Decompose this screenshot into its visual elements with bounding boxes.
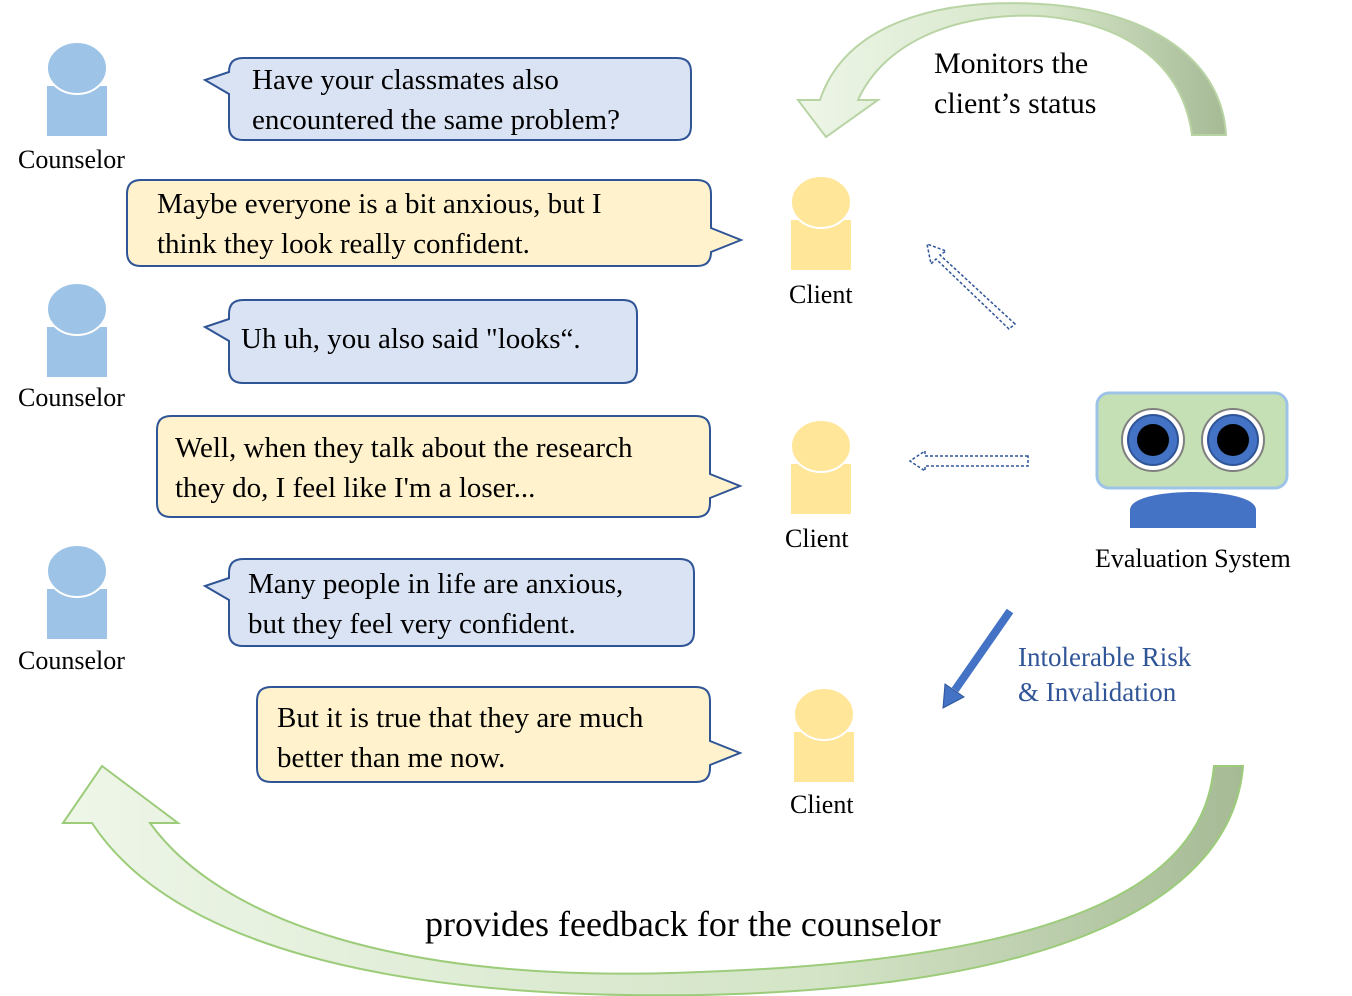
client-speech-bubble bbox=[256, 686, 743, 783]
counselor-speech-bubble bbox=[202, 558, 695, 647]
monitor-line: Monitors the bbox=[934, 47, 1089, 80]
counselor-speech-bubble bbox=[202, 299, 638, 384]
feedback-curved-arrow bbox=[61, 764, 1245, 996]
counselor-label-2: Counselor bbox=[18, 383, 125, 412]
monitor-dashed-arrow-upper bbox=[926, 242, 1017, 331]
risk-line: & Invalidation bbox=[1018, 677, 1177, 707]
monitor-line: client’s status bbox=[934, 87, 1097, 120]
dialogue-turn-2-text: Maybe everyone is a bit anxious, but I t… bbox=[157, 184, 602, 264]
counselor-person-icon bbox=[46, 544, 108, 639]
risk-annotation: Intolerable Risk & Invalidation bbox=[1018, 640, 1191, 710]
monitor-annotation: Monitors the client’s status bbox=[934, 44, 1096, 124]
dialogue-line: Maybe everyone is a bit anxious, but I bbox=[157, 188, 602, 220]
dialogue-line: think they look really confident. bbox=[157, 228, 530, 260]
risk-arrow bbox=[942, 608, 1014, 709]
dialogue-turn-4-text: Well, when they talk about the research … bbox=[175, 428, 632, 508]
dialogue-line: Many people in life are anxious, bbox=[248, 568, 624, 600]
monitor-curved-arrow bbox=[795, 2, 1228, 139]
client-label-1: Client bbox=[789, 280, 853, 309]
dialogue-line: encountered the same problem? bbox=[252, 104, 620, 136]
client-label-3: Client bbox=[790, 790, 854, 819]
counselor-label-3: Counselor bbox=[18, 646, 125, 675]
client-person-icon bbox=[790, 175, 852, 270]
evaluation-system-label: Evaluation System bbox=[1095, 544, 1291, 573]
dialogue-line: Well, when they talk about the research bbox=[175, 432, 633, 464]
monitor-dashed-arrow-middle bbox=[908, 449, 1029, 473]
dialogue-turn-3-text: Uh uh, you also said "looks“. bbox=[241, 319, 581, 359]
counselor-label-1: Counselor bbox=[18, 145, 125, 174]
dialogue-turn-6-text: But it is true that they are much better… bbox=[277, 698, 643, 778]
feedback-annotation: provides feedback for the counselor bbox=[425, 904, 941, 944]
client-person-icon bbox=[793, 687, 855, 782]
client-label-2: Client bbox=[785, 524, 849, 553]
dialogue-turn-1-text: Have your classmates also encountered th… bbox=[252, 60, 620, 140]
dialogue-line: better than me now. bbox=[277, 742, 506, 774]
counselor-speech-bubble bbox=[202, 57, 692, 141]
client-person-icon bbox=[790, 419, 852, 514]
dialogue-line: Have your classmates also bbox=[252, 64, 559, 96]
dialogue-line: but they feel very confident. bbox=[248, 608, 576, 640]
client-speech-bubble bbox=[126, 179, 744, 267]
risk-line: Intolerable Risk bbox=[1018, 642, 1192, 672]
dialogue-line: they do, I feel like I'm a loser... bbox=[175, 472, 536, 504]
dialogue-turn-5-text: Many people in life are anxious, but the… bbox=[248, 564, 623, 644]
dialogue-line: But it is true that they are much bbox=[277, 702, 644, 734]
counselor-person-icon bbox=[46, 41, 108, 136]
dialogue-line: Uh uh, you also said "looks“. bbox=[241, 323, 581, 355]
counselor-person-icon bbox=[46, 282, 108, 377]
client-speech-bubble bbox=[156, 415, 743, 518]
evaluation-system-robot-icon bbox=[1095, 391, 1289, 528]
